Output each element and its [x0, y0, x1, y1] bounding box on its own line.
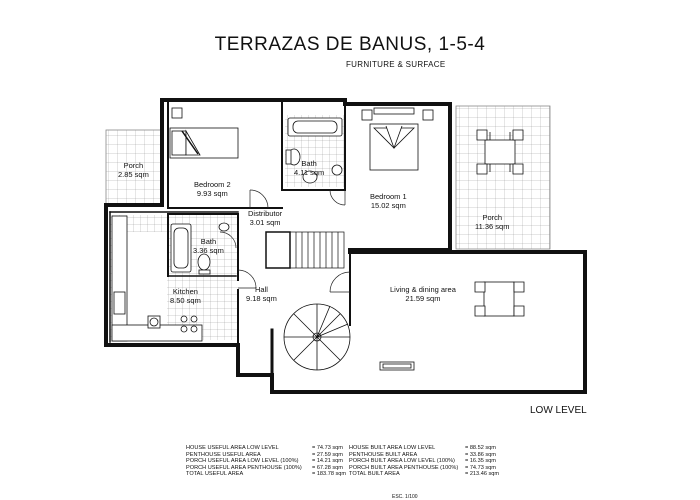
- label-porch-left: Porch 2.85 sqm: [118, 161, 149, 179]
- room-name: Bedroom 2: [194, 180, 231, 189]
- porch-table: [476, 129, 524, 175]
- area-row: HOUSE BUILT AREA LOW LEVEL = 88.52 sqm: [349, 445, 499, 452]
- porch-right-floor: [455, 105, 551, 250]
- label-distributor: Distributor 3.01 sqm: [248, 209, 282, 227]
- area-label: TOTAL USEFUL AREA: [186, 471, 244, 478]
- room-name: Bath: [301, 159, 317, 168]
- area-value: = 16.35 sqm: [465, 458, 496, 465]
- bed-bedroom1: [361, 107, 434, 171]
- area-row: PENTHOUSE USEFUL AREA = 27.59 sqm: [186, 452, 346, 459]
- area-value: = 213.46 sqm: [465, 471, 500, 478]
- kitchen-counters: [111, 215, 203, 342]
- areas-built-table: HOUSE BUILT AREA LOW LEVEL = 88.52 sqm PE…: [349, 445, 499, 478]
- area-row: PORCH USEFUL AREA PENTHOUSE (100%) = 67.2…: [186, 465, 346, 472]
- area-value: = 74.73 sqm: [465, 464, 496, 471]
- room-name: Bedroom 1: [370, 192, 407, 201]
- area-value: = 27.59 sqm: [312, 451, 343, 458]
- room-area: 9.93 sqm: [196, 189, 228, 198]
- room-name: Bath: [200, 237, 217, 246]
- label-porch-right: Porch 11.36 sqm: [475, 213, 509, 231]
- area-label: PENTHOUSE BUILT AREA: [349, 451, 418, 458]
- area-row: TOTAL USEFUL AREA = 183.78 sqm: [186, 471, 346, 478]
- room-name: Porch: [482, 213, 503, 222]
- area-row: PORCH BUILT AREA PENTHOUSE (100%) = 74.73…: [349, 465, 499, 472]
- spiral-staircase: [283, 303, 351, 371]
- area-label: TOTAL BUILT AREA: [349, 471, 400, 478]
- label-bath-top: Bath 4.11 sqm: [294, 159, 324, 177]
- room-area: 3.01 sqm: [249, 218, 281, 227]
- area-value: = 14.21 sqm: [312, 458, 343, 465]
- area-value: = 74.73 sqm: [312, 445, 343, 451]
- area-label: HOUSE USEFUL AREA LOW LEVEL: [186, 445, 279, 451]
- area-label: PORCH BUILT AREA LOW LEVEL (100%): [349, 458, 455, 465]
- room-area: 9.18 sqm: [246, 294, 277, 303]
- scale-label: ESC. 1/100: [392, 494, 418, 500]
- label-hall: Hall 9.18 sqm: [246, 285, 277, 303]
- area-row: PENTHOUSE BUILT AREA = 33.86 sqm: [349, 452, 499, 459]
- area-label: HOUSE BUILT AREA LOW LEVEL: [349, 445, 436, 451]
- room-area: 4.11 sqm: [294, 168, 325, 177]
- porch-left-floor: [105, 129, 163, 206]
- label-bedroom1: Bedroom 1 15.02 sqm: [370, 192, 407, 210]
- label-bedroom2: Bedroom 2 9.93 sqm: [194, 180, 231, 198]
- walls: [104, 98, 587, 394]
- label-kitchen: Kitchen 8.50 sqm: [170, 287, 201, 305]
- level-label: LOW LEVEL: [530, 405, 587, 416]
- area-label: PORCH USEFUL AREA LOW LEVEL (100%): [186, 458, 299, 465]
- bath-small-fixtures: [170, 222, 230, 275]
- area-value: = 67.28 sqm: [312, 464, 343, 471]
- label-bath-small: Bath 3.36 sqm: [193, 237, 224, 255]
- room-area: 21.59 sqm: [405, 294, 441, 303]
- room-name: Hall: [254, 285, 268, 294]
- room-name: Distributor: [248, 209, 283, 218]
- bath-top-fixtures: [285, 117, 343, 184]
- area-label: PENTHOUSE USEFUL AREA: [186, 451, 261, 458]
- area-value: = 88.52 sqm: [465, 445, 496, 451]
- areas-useful-table: HOUSE USEFUL AREA LOW LEVEL = 74.73 sqm P…: [186, 445, 346, 478]
- area-row: TOTAL BUILT AREA = 213.46 sqm: [349, 471, 499, 478]
- living-bench: [379, 361, 415, 371]
- plan-title: TERRAZAS DE BANUS, 1-5-4: [214, 34, 486, 55]
- plan-subtitle: FURNITURE & SURFACE: [346, 60, 446, 69]
- room-name: Living & dining area: [390, 285, 456, 294]
- room-area: 8.50 sqm: [170, 296, 201, 305]
- room-area: 2.85 sqm: [118, 170, 149, 179]
- label-living: Living & dining area 21.59 sqm: [390, 285, 456, 303]
- area-row: PORCH BUILT AREA LOW LEVEL (100%) = 16.35…: [349, 458, 499, 465]
- area-value: = 33.86 sqm: [465, 451, 496, 458]
- area-value: = 183.78 sqm: [312, 471, 347, 478]
- room-area: 11.36 sqm: [475, 222, 510, 231]
- area-row: HOUSE USEFUL AREA LOW LEVEL = 74.73 sqm: [186, 445, 346, 452]
- area-label: PORCH BUILT AREA PENTHOUSE (100%): [349, 464, 459, 471]
- room-area: 15.02 sqm: [370, 201, 406, 210]
- stair-block: [265, 231, 345, 269]
- door-swings: [219, 189, 351, 293]
- room-name: Kitchen: [172, 287, 198, 296]
- bed-bedroom2: [169, 107, 239, 159]
- room-area: 3.36 sqm: [193, 246, 224, 255]
- area-row: PORCH USEFUL AREA LOW LEVEL (100%) = 14.2…: [186, 458, 346, 465]
- room-name: Porch: [123, 161, 144, 170]
- dining-table: [474, 281, 525, 317]
- area-label: PORCH USEFUL AREA PENTHOUSE (100%): [186, 464, 302, 471]
